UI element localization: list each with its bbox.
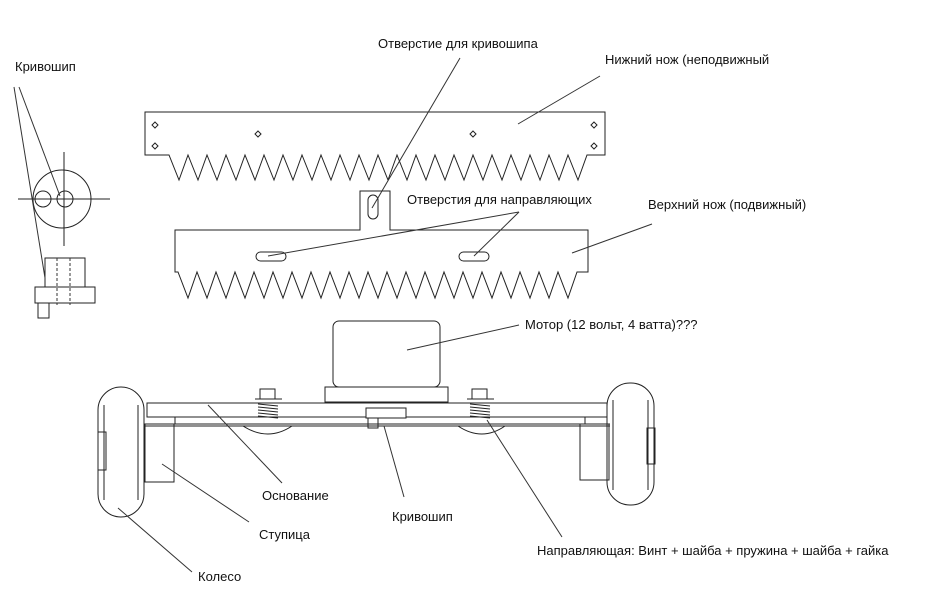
- label-crank-hole: Отверстие для кривошипа: [378, 36, 538, 51]
- label-crank-top: Кривошип: [15, 59, 76, 74]
- leader-lines: [13, 57, 653, 573]
- label-wheel: Колесо: [198, 569, 242, 584]
- label-base: Основание: [262, 488, 329, 503]
- label-upper-knife: Верхний нож (подвижный): [648, 197, 807, 212]
- label-motor: Мотор (12 вольт, 4 ватта)???: [525, 317, 698, 332]
- lower-knife: [144, 111, 606, 182]
- label-guide-holes: Отверстия для направляющих: [407, 192, 592, 207]
- upper-knife: [174, 190, 589, 300]
- label-guide: Направляющая: Винт + шайба + пружина + ш…: [537, 543, 889, 558]
- label-crank-bottom: Кривошип: [392, 509, 453, 524]
- crank-side-view: [18, 152, 110, 319]
- label-lower-knife: Нижний нож (неподвижный: [605, 52, 770, 67]
- label-hub: Ступица: [259, 527, 310, 542]
- mower-assembly: [97, 320, 656, 518]
